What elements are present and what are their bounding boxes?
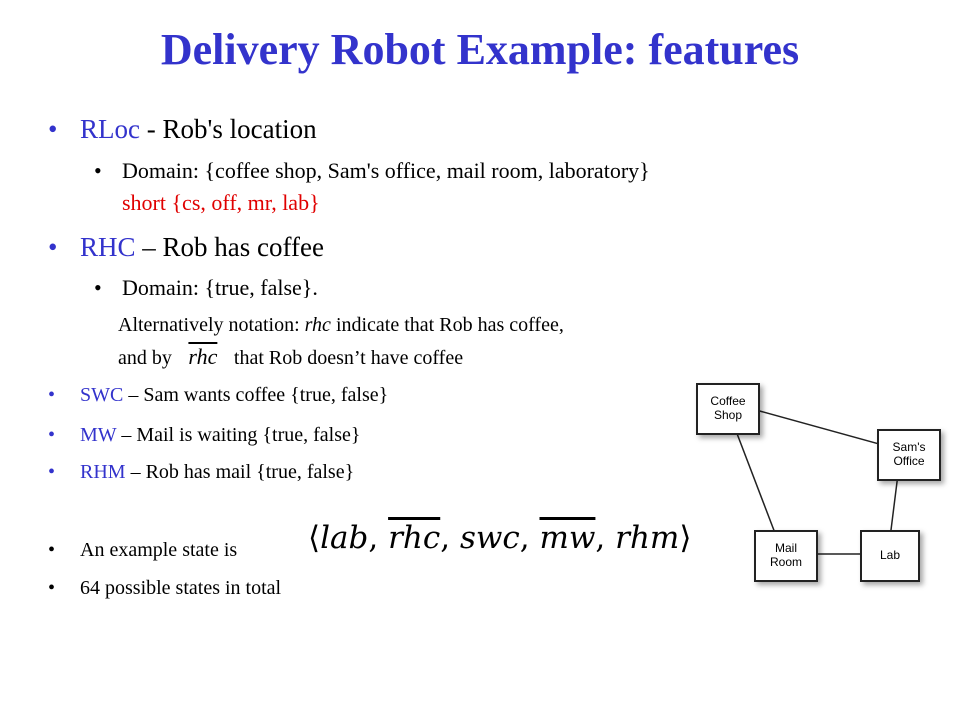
rhc-negated-var: rhc xyxy=(188,344,218,369)
rhm-item: RHM – Rob has mail {true, false} xyxy=(80,461,354,484)
state-rhm: rhm xyxy=(615,520,680,556)
node-coffee-shop: Coffee Shop xyxy=(696,383,760,435)
slide-title: Delivery Robot Example: features xyxy=(160,25,800,74)
rhm-name: RHM xyxy=(80,461,126,483)
rhc-alt-line1: Alternatively notation: rhc indicate tha… xyxy=(118,314,564,336)
swc-name: SWC xyxy=(80,384,124,406)
rloc-item: RLoc - Rob's location xyxy=(80,114,317,145)
bullet-dot: • xyxy=(48,577,56,599)
example-label: An example state is xyxy=(80,539,238,561)
rhc-domain: Domain: {true, false}. xyxy=(122,275,318,300)
mw-name: MW xyxy=(80,424,117,446)
bullet-dot: • xyxy=(48,539,56,561)
bullet-dot: • xyxy=(48,232,58,262)
rloc-domain: Domain: {coffee shop, Sam's office, mail… xyxy=(122,158,650,183)
mw-desc: – Mail is waiting {true, false} xyxy=(116,424,361,446)
edge-coffee-sams xyxy=(755,409,902,451)
node-mail-room: Mail Room xyxy=(754,530,818,582)
rhc-alt-line2: and by rhc that Rob doesn’t have coffee xyxy=(118,344,464,369)
total-states: 64 possible states in total xyxy=(80,577,282,599)
rloc-short: short {cs, off, mr, lab} xyxy=(122,190,320,215)
bullet-dot-small: • xyxy=(94,158,102,183)
rloc-name: RLoc xyxy=(80,114,140,144)
rhm-desc: – Rob has mail {true, false} xyxy=(125,461,355,483)
rhc-name: RHC xyxy=(80,232,136,262)
node-lab: Lab xyxy=(860,530,920,582)
mw-item: MW – Mail is waiting {true, false} xyxy=(80,424,360,447)
bullet-dot: • xyxy=(48,461,56,483)
swc-desc: – Sam wants coffee {true, false} xyxy=(123,384,389,406)
rhc-desc: – Rob has coffee xyxy=(135,232,324,262)
rhc-item: RHC – Rob has coffee xyxy=(80,232,324,263)
rhc-var: rhc xyxy=(304,314,331,336)
bullet-dot-small: • xyxy=(94,275,102,300)
rloc-desc: - Rob's location xyxy=(140,114,317,144)
bullet-dot: • xyxy=(48,114,58,144)
state-mw-negated: mw xyxy=(539,520,596,556)
node-sams-office: Sam's Office xyxy=(877,429,941,481)
bullet-dot: • xyxy=(48,424,56,446)
swc-item: SWC – Sam wants coffee {true, false} xyxy=(80,384,388,407)
state-rhc-negated: rhc xyxy=(388,520,441,556)
state-lab: lab xyxy=(320,520,369,556)
bullet-dot: • xyxy=(48,384,56,406)
state-swc: swc xyxy=(459,520,520,556)
example-state-formula: ⟨lab, rhc, swc, mw, rhm⟩ xyxy=(308,520,692,556)
